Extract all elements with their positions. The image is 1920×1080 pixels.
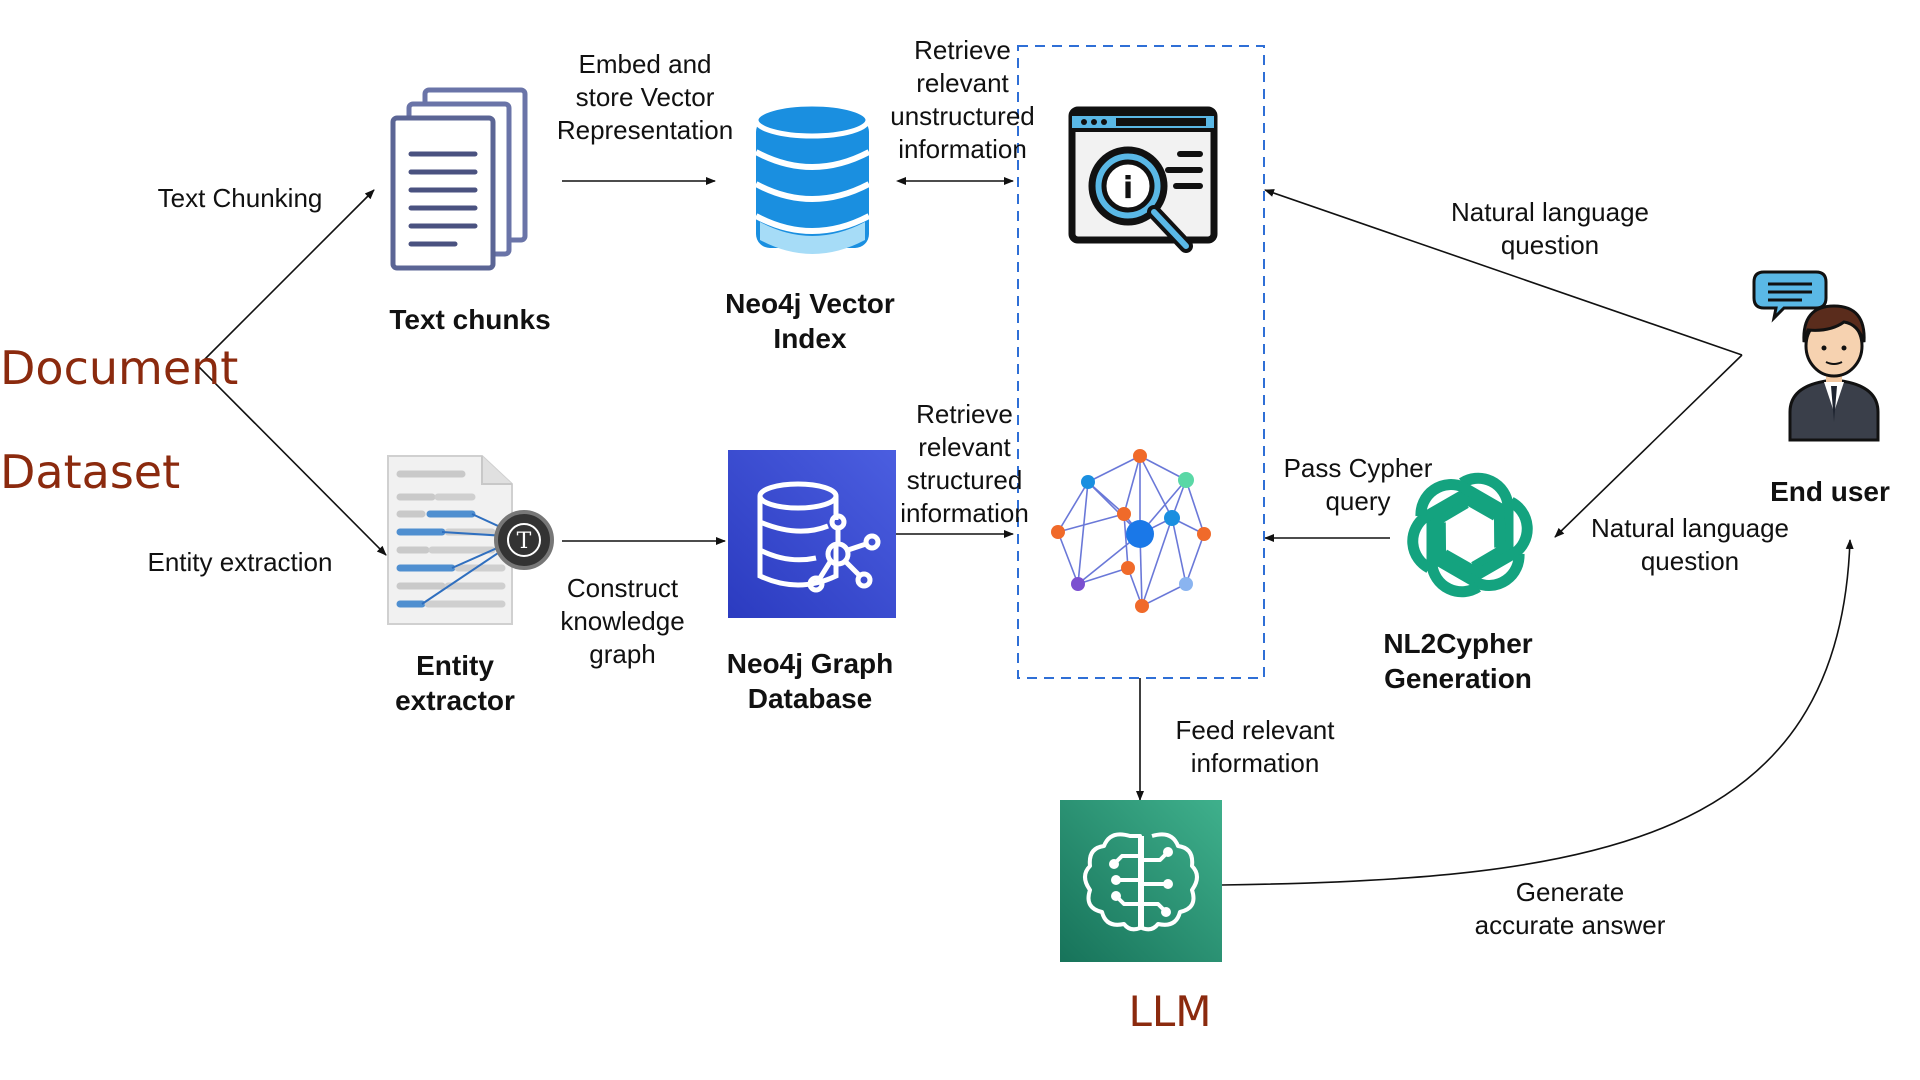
edge-generate-answer <box>1221 539 1854 886</box>
database-icon <box>753 101 871 254</box>
edge-entity-extraction <box>197 365 387 556</box>
label-end-user: End user <box>1770 476 1890 507</box>
graph-database-icon <box>728 450 896 618</box>
label-text-chunks: Text chunks <box>389 304 551 335</box>
svg-text:i: i <box>1123 171 1133 206</box>
brain-chip-icon <box>1060 800 1222 962</box>
label-llm: LLM <box>1128 987 1212 1036</box>
edge-nl-question-bottom <box>1554 354 1743 538</box>
label-embed-store: Embed and store Vector Representation <box>556 49 734 145</box>
label-nl-question-top: Natural language question <box>1450 197 1650 260</box>
label-vector-index: Neo4j Vector Index <box>725 288 895 354</box>
document-dataset-line2: Dataset <box>0 445 181 499</box>
label-retrieve-unstructured: Retrieve relevant unstructured informati… <box>890 35 1035 164</box>
openai-logo-icon <box>1407 472 1533 598</box>
label-entity-extractor: Entity extractor <box>395 650 515 716</box>
label-feed-info: Feed relevant information <box>1175 715 1335 778</box>
search-info-icon: i <box>1068 106 1218 253</box>
network-graph-icon <box>1051 449 1211 613</box>
document-dataset-line1: Document <box>0 341 239 395</box>
document-stack-icon <box>390 87 528 271</box>
user-avatar-icon <box>1752 270 1880 442</box>
label-construct-kg: Construct knowledge graph <box>560 573 685 669</box>
document-dataset-label: Document Dataset <box>0 290 240 550</box>
edge-nl-question-top <box>1264 189 1743 356</box>
entity-extractor-icon: T <box>387 455 554 625</box>
label-graph-db: Neo4j Graph Database <box>726 648 894 714</box>
label-generate-answer: Generate accurate answer <box>1474 877 1666 940</box>
label-nl-question-bottom: Natural language question <box>1590 513 1790 576</box>
label-nl2cypher: NL2Cypher Generation <box>1383 628 1533 694</box>
label-pass-cypher: Pass Cypher query <box>1283 453 1433 516</box>
label-entity-extraction: Entity extraction <box>147 547 333 577</box>
svg-text:T: T <box>517 529 532 554</box>
edge-text-chunking <box>197 189 375 367</box>
retrieval-group-box <box>1017 45 1265 679</box>
label-text-chunking: Text Chunking <box>157 183 323 213</box>
label-retrieve-structured: Retrieve relevant structured information <box>900 399 1029 528</box>
